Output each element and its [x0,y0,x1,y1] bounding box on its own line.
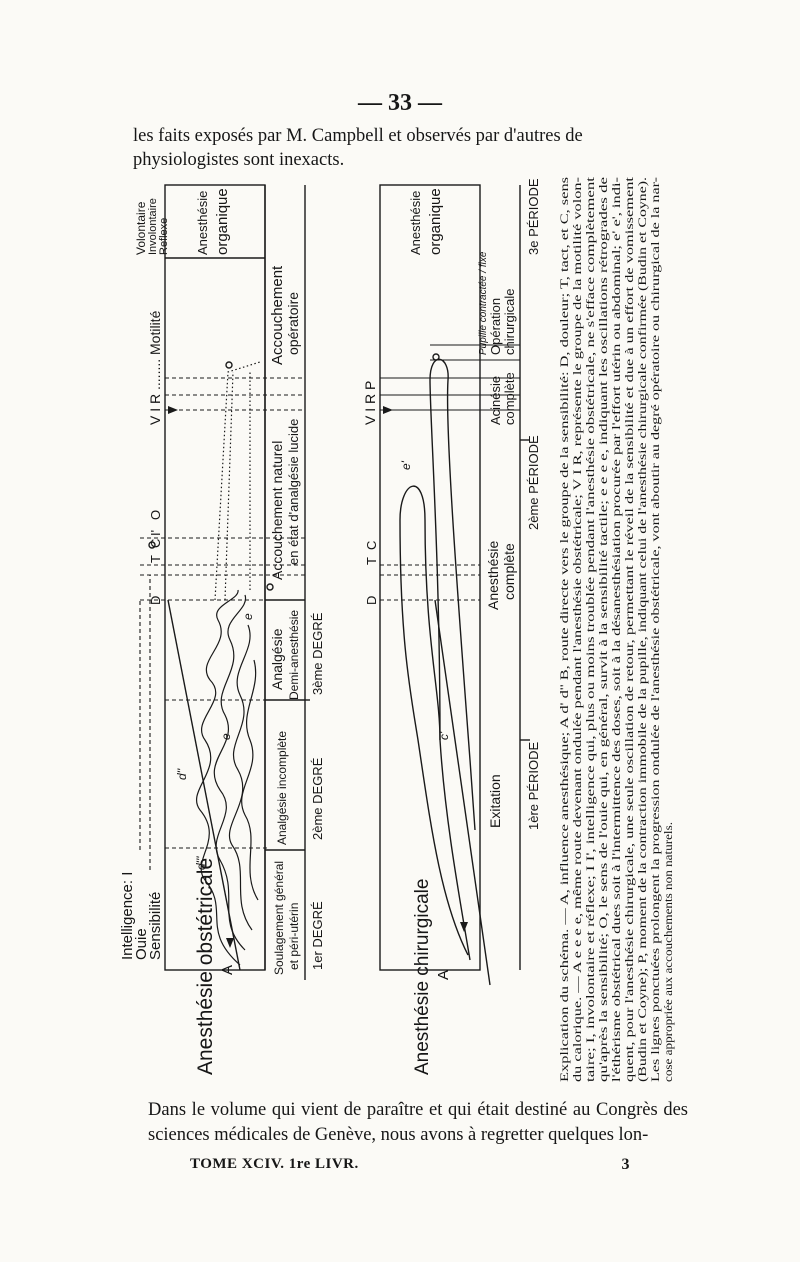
svg-text:chirurgicale: chirurgicale [502,289,517,355]
page-number: — 33 — [358,90,442,116]
svg-text:d''': d''' [194,856,208,870]
svg-text:Volontaire: Volontaire [134,201,148,255]
figure-caption: Explication du schéma. — A, influence an… [559,176,675,1082]
svg-text:Accouchement: Accouchement [269,265,286,365]
svg-text:Analgésie incomplète: Analgésie incomplète [275,731,289,845]
direct-route-line [167,599,241,971]
svg-text:Opération: Opération [488,298,503,355]
svg-text:opératoire: opératoire [285,292,301,355]
top-diagram-labels: Anesthésie obstétricale A Intelligence: … [119,188,325,1075]
svg-text:Ouie: Ouie [133,928,150,960]
svg-text:Anesthésie: Anesthésie [195,191,210,255]
svg-text:Anesthésie chirurgicale: Anesthésie chirurgicale [412,879,433,1075]
page-footer: TOME XCIV. 1re LIVR. 3 [190,1156,630,1174]
svg-text:e': e' [399,460,413,470]
svg-text:d'': d'' [175,768,189,780]
outro-paragraph: Dans le volume qui vient de paraître et … [148,1100,688,1145]
svg-text:en état d'analgésie lucide: en état d'analgésie lucide [286,419,301,565]
svg-text:quent, pour l'anesthésie chiru: quent, pour l'anesthésie chirurgicale, u… [624,176,636,1082]
svg-text:Les lignes ponctuées prolongen: Les lignes ponctuées prolongent la progr… [650,177,662,1082]
intro-paragraph: les faits exposés par M. Campbell et obs… [133,126,583,170]
svg-text:du calorique. — A e e e e, mêm: du calorique. — A e e e e, même route de… [572,177,584,1082]
svg-text:Demi-anesthésie: Demi-anesthésie [287,610,301,700]
svg-text:e: e [219,733,233,740]
svg-text:taire; I, involontaire et réfl: taire; I, involontaire et réflexe; I I',… [585,176,597,1082]
svg-text:Involontaire: Involontaire [147,198,159,255]
svg-text:T: T [364,557,379,565]
svg-text:D: D [364,596,379,605]
svg-text:(Budin et Coyne); P, moment de: (Budin et Coyne); P, moment de la contra… [637,177,649,1082]
bottom-diagram-frame [379,184,481,971]
svg-text:Reflexe: Reflexe [158,218,170,255]
svg-text:2ème DEGRÉ: 2ème DEGRÉ [310,757,325,840]
svg-text:l'éthérisme obstétrical dues s: l'éthérisme obstétrical dues soit à l'in… [611,177,623,1082]
svg-text:Explication du schéma. — A, in: Explication du schéma. — A, influence an… [559,176,571,1082]
svg-text:3ème DEGRÉ: 3ème DEGRÉ [310,612,325,695]
svg-text:D: D [148,596,163,605]
svg-text:Pupille contractée / fixe: Pupille contractée / fixe [478,251,489,355]
svg-text:Analgésie: Analgésie [269,628,285,690]
oscillation-curves [195,589,259,966]
svg-text:T: T [148,555,163,563]
svg-text:1er DEGRÉ: 1er DEGRÉ [310,901,325,970]
svg-text:Soulagement général: Soulagement général [272,861,286,975]
svg-text:C: C [148,539,163,548]
svg-text:3e PÉRIODE: 3e PÉRIODE [526,178,541,255]
bottom-diagram-labels: Anesthésie chirurgicale A V I R P Anesth… [362,178,541,1075]
svg-text:cose appropriée aux accoucheme: cose appropriée aux accouchements non na… [663,822,675,1082]
svg-text:complète: complète [502,372,517,425]
single-oscillation-loop [399,485,471,961]
svg-text:2ème PÉRIODE: 2ème PÉRIODE [526,435,541,530]
svg-text:complète: complète [501,543,517,600]
title-anesthesie-obstetricale: Anesthésie obstétricale [194,858,217,1075]
svg-text:C: C [364,541,379,550]
svg-text:A: A [219,965,236,975]
svg-text:O: O [148,510,163,520]
svg-text:organique: organique [427,188,444,255]
svg-text:V I R ........ Motilité: V I R ........ Motilité [147,310,163,425]
svg-text:organique: organique [214,188,231,255]
svg-text:Anesthésie: Anesthésie [408,191,423,255]
svg-text:Anesthésie: Anesthésie [485,541,501,610]
svg-text:e: e [241,613,255,620]
signature-mark: 3 [621,1156,630,1173]
svg-text:V I R P: V I R P [362,381,378,425]
svg-text:c': c' [437,731,451,740]
svg-text:qu'après la sensibilité; O, le: qu'après la sensibilité; O, le sens de l… [598,177,610,1082]
svg-text:Acinésie: Acinésie [488,376,503,425]
footer-volume: TOME XCIV. 1re LIVR. [190,1156,359,1172]
svg-text:I': I' [148,530,163,536]
svg-text:Intelligence: I: Intelligence: I [119,872,136,960]
svg-text:A: A [435,970,452,980]
svg-text:1ère PÉRIODE: 1ère PÉRIODE [526,742,541,830]
svg-text:Accouchement naturel: Accouchement naturel [269,441,285,580]
svg-text:Exitation: Exitation [487,774,503,828]
svg-text:Sensibilité: Sensibilité [147,892,164,960]
svg-text:et péri-utérin: et péri-utérin [287,903,301,970]
